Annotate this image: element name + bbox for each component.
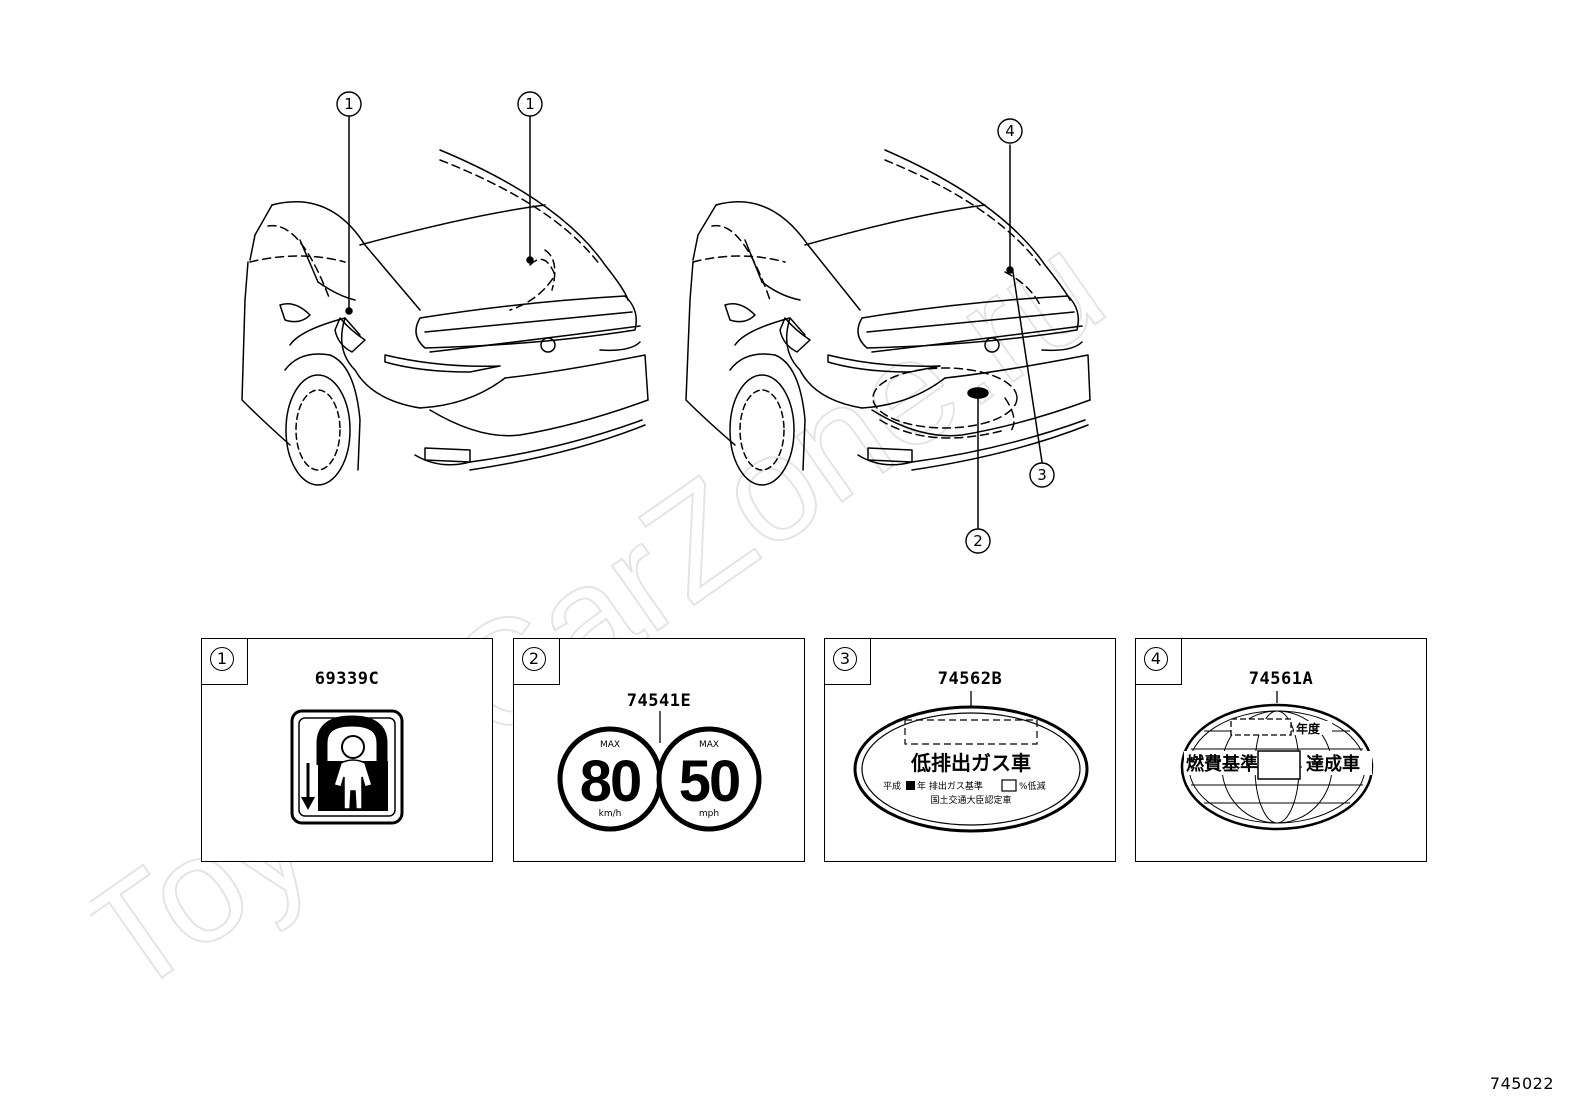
sticker-left-unit: km/h	[599, 809, 622, 819]
panel-number-box: 1	[202, 639, 248, 685]
fuel-year-suffix: 年度	[1296, 721, 1321, 736]
part-code: 74561A	[1248, 669, 1314, 689]
sticker-right-unit: mph	[699, 809, 719, 819]
fuel-economy-sticker: 年度 燃費基準 達成車	[1180, 691, 1374, 831]
car-illustrations: 1 1 4 3 2	[241, 91, 1091, 554]
panel-number: 2	[522, 647, 546, 671]
sticker-left-value: 80	[580, 749, 641, 814]
panel-number: 1	[210, 647, 234, 671]
fuel-right-text: 達成車	[1306, 753, 1360, 775]
emission-line2b: 年 排出ガス基準	[917, 780, 983, 792]
callout-2	[965, 528, 991, 554]
low-emission-sticker: 低排出ガス車 平成 年 排出ガス基準 %低減 国土交通大臣認定車	[853, 691, 1089, 833]
callout-4	[997, 118, 1023, 144]
diagram-id: 745022	[1489, 1074, 1554, 1093]
car-left	[241, 115, 649, 486]
part-code: 74562B	[937, 669, 1003, 689]
label-panel-4: 4 74561A 年度 燃費基準 達成車	[1135, 638, 1427, 862]
panel-number: 4	[1144, 647, 1168, 671]
part-code: 69339C	[314, 669, 380, 689]
callout-1-left-a-label: 1	[344, 95, 354, 113]
emission-line2a: 平成	[883, 780, 901, 792]
callout-3-label: 3	[1037, 466, 1047, 484]
callout-1-left-a	[336, 91, 362, 117]
emission-line3: 国土交通大臣認定車	[930, 794, 1011, 806]
fuel-left-text: 燃費基準	[1186, 753, 1258, 775]
emission-line2c: %低減	[1019, 780, 1046, 792]
callout-4-label: 4	[1005, 122, 1015, 140]
panel-number-box: 3	[825, 639, 871, 685]
panel-number-box: 4	[1136, 639, 1182, 685]
sticker-right-top: MAX	[699, 740, 719, 750]
label-panel-3: 3 74562B 低排出ガス車 平成 年 排出ガス基準 %低減 国土交通大臣認定…	[824, 638, 1116, 862]
emission-headline: 低排出ガス車	[910, 751, 1031, 775]
sticker-right-value: 50	[679, 749, 740, 814]
callout-1-left-b	[517, 91, 543, 117]
car-right	[685, 144, 1091, 529]
panel-number: 3	[833, 647, 857, 671]
callout-2-label: 2	[973, 532, 983, 550]
callout-1-left-b-label: 1	[525, 95, 535, 113]
panel-number-box: 2	[514, 639, 560, 685]
child-lock-icon	[290, 709, 404, 825]
label-panel-1: 1 69339C	[201, 638, 493, 862]
callout-3	[1029, 462, 1055, 488]
sticker-left-top: MAX	[600, 740, 620, 750]
label-panel-2: 2 74541E MAX 80 km/h MAX 50 mph	[513, 638, 805, 862]
part-code: 74541E	[626, 691, 692, 711]
speed-limit-stickers: MAX 80 km/h MAX 50 mph	[557, 711, 762, 832]
